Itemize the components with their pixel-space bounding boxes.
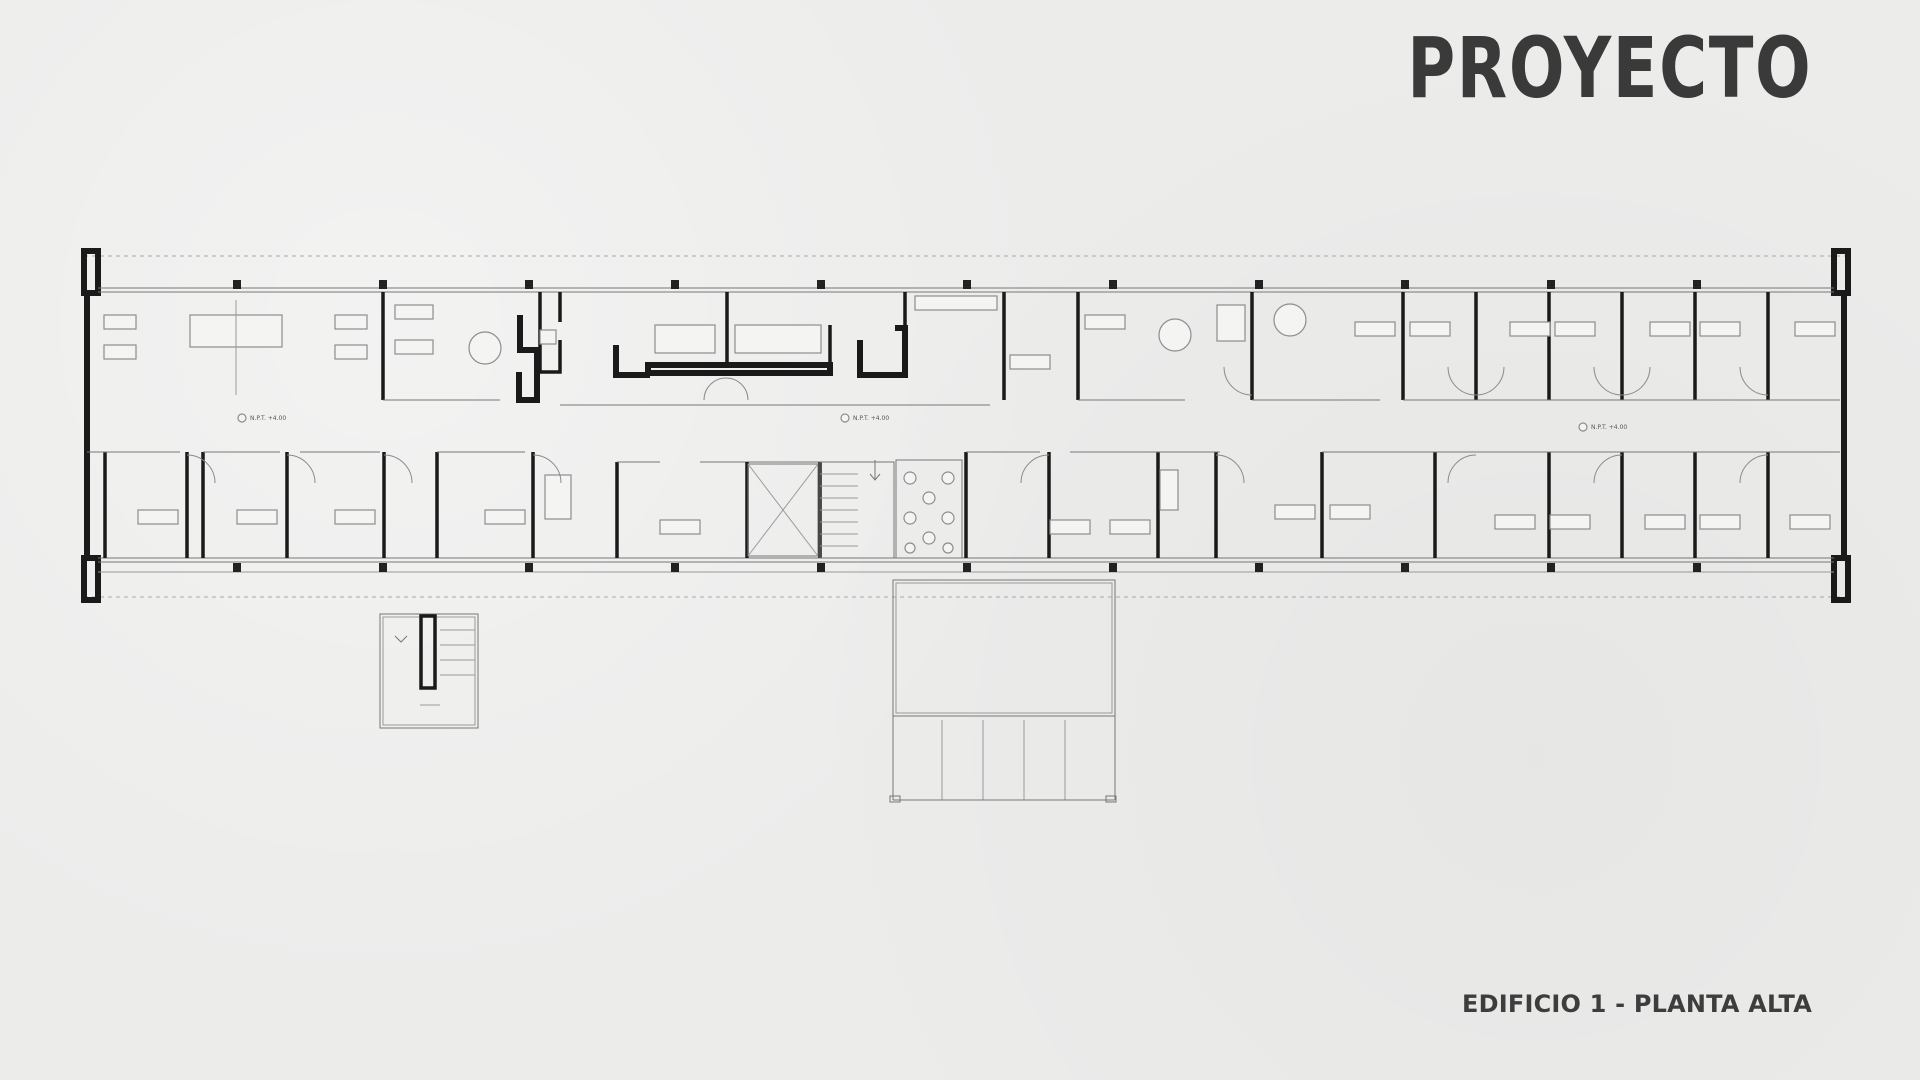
south-offices [87, 451, 1840, 558]
sheet-caption: EDIFICIO 1 - PLANTA ALTA [1462, 990, 1812, 1018]
exterior-stair [379, 613, 479, 729]
level-marker-east: N.P.T. +4.00 [1578, 422, 1627, 432]
page-title: PROYECTO [1406, 19, 1812, 117]
doors [186, 366, 1769, 484]
level-mark-center: N.P.T. +4.00 [853, 415, 889, 422]
level-mark-east: N.P.T. +4.00 [1591, 424, 1627, 431]
end-pier-left [81, 248, 101, 603]
end-pier-right [1831, 248, 1851, 603]
planter [895, 459, 963, 559]
level-mark-west: N.P.T. +4.00 [250, 415, 286, 422]
level-marker-west: N.P.T. +4.00 [237, 413, 286, 423]
north-offices [381, 292, 1840, 401]
canopy [889, 579, 1117, 803]
level-marker-center: N.P.T. +4.00 [840, 413, 889, 423]
main-stair [819, 460, 895, 559]
service-core [516, 292, 990, 406]
structural-columns [233, 280, 1701, 572]
furniture-north [103, 295, 1836, 395]
furniture-south [137, 469, 1831, 535]
